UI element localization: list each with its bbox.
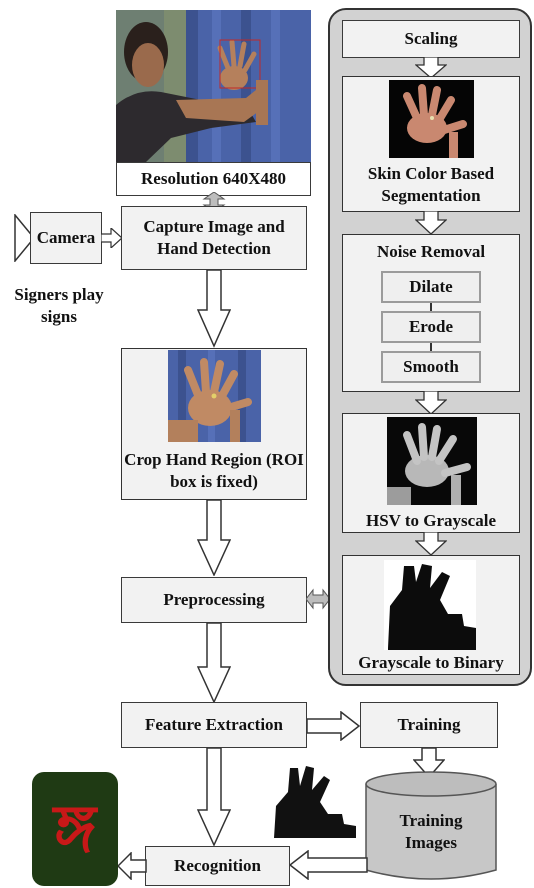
preprocessing-label: Preprocessing	[163, 590, 265, 609]
bengali-sign-glyph: ঙ্গ	[53, 792, 97, 866]
camera-icon	[14, 214, 35, 262]
binary-label: Grayscale to Binary	[344, 652, 518, 674]
noise-removal-title: Noise Removal	[344, 241, 518, 263]
feature-to-training-arrow	[307, 711, 361, 741]
noise-removal-title-text: Noise Removal	[376, 242, 486, 261]
bengali-sign-tile: ঙ্গ	[32, 772, 118, 886]
images-to-recognition-arrow	[288, 850, 368, 880]
hand-silhouette-icon	[274, 766, 356, 838]
recognition-label: Recognition	[174, 856, 261, 875]
hsv-grayscale-drawing	[387, 417, 477, 505]
training-label: Training	[397, 715, 461, 734]
signer-photo-drawing	[116, 10, 311, 162]
signers-label: Signers play signs	[14, 284, 104, 328]
hsv-to-binary-arrow	[415, 532, 447, 556]
hsv-grayscale-photo	[387, 417, 477, 505]
training-to-images-arrow	[413, 748, 445, 778]
recognition-to-output-arrow	[117, 852, 147, 880]
skin-to-noise-arrow	[415, 211, 447, 235]
hsv-grayscale-label-text: HSV to Grayscale	[365, 511, 496, 530]
capture-photo-caption-text: Resolution 640X480	[141, 169, 286, 188]
erode-smooth-connector	[430, 343, 432, 352]
binary-label-text: Grayscale to Binary	[358, 653, 504, 672]
crop-hand-photo	[168, 350, 261, 442]
recognition-box: Recognition	[145, 846, 290, 886]
binary-hand-silhouette	[384, 560, 476, 650]
erode-label: Erode	[408, 317, 454, 336]
erode-step: Erode	[381, 311, 481, 343]
noise-to-hsv-arrow	[415, 391, 447, 415]
feature-to-recognition-arrow	[197, 748, 231, 846]
training-images-database-icon	[365, 771, 497, 880]
crop-hand-drawing	[168, 350, 261, 442]
capture-image-label: Capture Image and Hand Detection	[143, 217, 285, 258]
preprocessing-box: Preprocessing	[121, 577, 307, 623]
signer-photo	[116, 10, 311, 162]
skin-segmentation-label: Skin Color Based Segmentation	[344, 163, 518, 207]
hsv-grayscale-label: HSV to Grayscale	[344, 510, 518, 532]
crop-hand-label: Crop Hand Region (ROI box is fixed)	[124, 449, 304, 493]
feature-extraction-label: Feature Extraction	[144, 715, 283, 734]
capture-image-box: Capture Image and Hand Detection	[121, 206, 307, 270]
smooth-label: Smooth	[403, 357, 459, 376]
skin-segmentation-photo	[389, 80, 474, 158]
smooth-step: Smooth	[381, 351, 481, 383]
skin-segmentation-drawing	[389, 80, 474, 158]
training-images-label-text: Training Images	[399, 811, 463, 852]
training-images-label: Training Images	[376, 810, 486, 854]
camera-box: Camera	[30, 212, 102, 264]
crop-hand-label-text: Crop Hand Region (ROI box is fixed)	[124, 450, 304, 491]
crop-to-preprocessing-arrow	[197, 500, 231, 576]
feature-extraction-box: Feature Extraction	[121, 702, 307, 748]
scaling-label: Scaling	[404, 29, 458, 48]
scaling-box: Scaling	[342, 20, 520, 58]
training-box: Training	[360, 702, 498, 748]
capture-photo-caption: Resolution 640X480	[116, 162, 311, 196]
skin-segmentation-label-text: Skin Color Based Segmentation	[367, 164, 495, 205]
scaling-to-skin-arrow	[415, 57, 447, 79]
signers-label-text: Signers play signs	[14, 285, 104, 326]
camera-label: Camera	[36, 228, 96, 247]
preprocessing-to-feature-arrow	[197, 623, 231, 703]
dilate-label: Dilate	[409, 277, 453, 296]
dilate-step: Dilate	[381, 271, 481, 303]
camera-to-capture-arrow	[101, 228, 123, 248]
dilate-erode-connector	[430, 303, 432, 312]
preprocessing-panel-double-arrow	[306, 588, 330, 610]
capture-to-crop-arrow	[197, 270, 231, 348]
binary-photo	[384, 560, 476, 650]
